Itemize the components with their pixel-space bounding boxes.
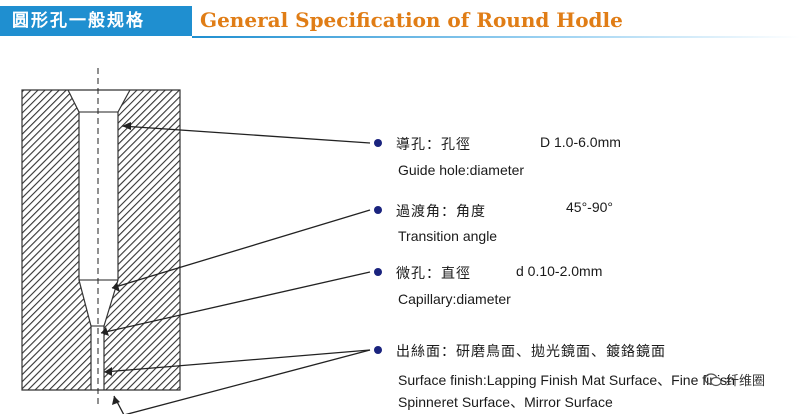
- spec-surface-finish-en-line2: Spinneret Surface、Mirror Surface: [398, 394, 613, 410]
- header-title-cn: 圆形孔一般规格: [0, 6, 192, 36]
- spec-transition-angle-value: 45°-90°: [566, 199, 614, 215]
- spec-bullet: [374, 268, 382, 276]
- watermark: 纤维圈: [704, 370, 765, 389]
- header-underline: [192, 36, 800, 38]
- spec-transition-angle-en: Transition angle: [398, 228, 498, 244]
- spec-guide-hole-en: Guide hole:diameter: [398, 162, 525, 178]
- spec-bullet: [374, 139, 382, 147]
- hatched-block: [21, 89, 181, 391]
- spec-guide-hole-value: D 1.0-6.0mm: [540, 134, 621, 150]
- spec-bullet: [374, 206, 382, 214]
- spec-guide-hole-cn: 導孔：孔徑: [396, 137, 471, 153]
- header-title-en: General Specification of Round Hodle: [200, 8, 623, 32]
- spec-capillary-value: d 0.10-2.0mm: [516, 263, 603, 279]
- spec-capillary-cn: 微孔：直徑: [396, 266, 471, 282]
- spec-bullet: [374, 346, 382, 354]
- spec-surface-finish-en: Surface finish:Lapping Finish Mat Surfac…: [398, 372, 735, 388]
- watermark-text: 纤维圈: [726, 374, 766, 389]
- spec-capillary-en: Capillary:diameter: [398, 291, 511, 307]
- leader-arrowheads: [101, 122, 131, 405]
- wechat-icon: [704, 372, 722, 387]
- spec-surface-finish-cn: 出絲面：研磨鳥面、拋光鏡面、鍍鉻鏡面: [396, 344, 666, 360]
- header: 圆形孔一般规格 General Specification of Round H…: [0, 0, 800, 44]
- spec-transition-angle-cn: 過渡角：角度: [396, 204, 486, 220]
